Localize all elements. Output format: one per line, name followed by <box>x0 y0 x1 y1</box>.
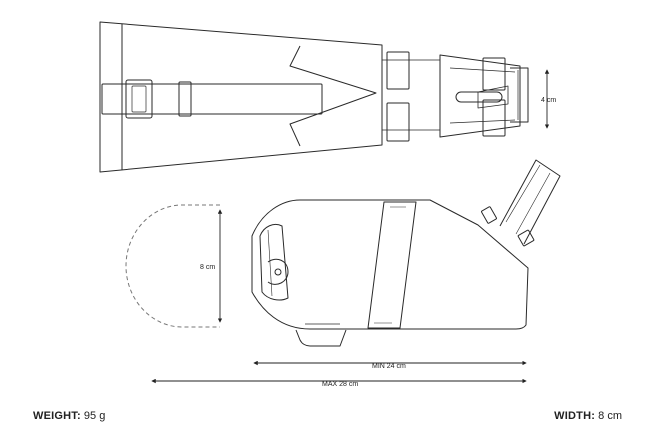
top-view-strap-left <box>386 51 410 90</box>
weight-value: 95 g <box>83 410 106 422</box>
side-height-label: 8 cm <box>200 264 215 271</box>
min-length-dimension: MIN 24 cm <box>253 360 527 370</box>
width-value: 8 cm <box>598 410 622 422</box>
side-view-bag-body <box>251 199 529 330</box>
min-length-label: MIN 24 cm <box>372 363 406 370</box>
top-view-strap-right-lower <box>482 99 506 137</box>
top-view-rail <box>439 54 521 138</box>
top-view-buckle <box>125 79 153 119</box>
top-view-strap <box>101 83 323 115</box>
top-height-dimension: 4 cm <box>541 69 556 129</box>
width-spec: WIDTH: 8 cm <box>554 410 622 422</box>
side-view-clip <box>267 258 289 285</box>
side-view-rail-mount <box>499 159 561 245</box>
side-view-roll-closure <box>259 223 289 301</box>
weight-label: WEIGHT: <box>33 410 81 422</box>
top-height-label: 4 cm <box>541 97 556 104</box>
max-length-dimension: MAX 28 cm <box>151 378 527 388</box>
side-view-foot <box>295 329 347 347</box>
side-view-drawing <box>125 159 561 347</box>
top-view-strap-right <box>482 57 506 91</box>
top-view-center-seam <box>289 45 377 147</box>
top-view-strap-keeper <box>178 81 192 117</box>
width-label: WIDTH: <box>554 410 596 422</box>
side-view-expansion-outline <box>125 204 220 328</box>
max-length-label: MAX 28 cm <box>322 381 358 388</box>
top-view-end-cap <box>510 67 529 123</box>
side-height-dimension: 8 cm <box>200 209 223 323</box>
top-view-bag-body <box>99 21 383 173</box>
side-view-strap <box>367 201 417 329</box>
weight-spec: WEIGHT: 95 g <box>33 410 105 422</box>
top-view-drawing <box>99 21 529 173</box>
top-view-strap-left-lower <box>386 102 410 142</box>
